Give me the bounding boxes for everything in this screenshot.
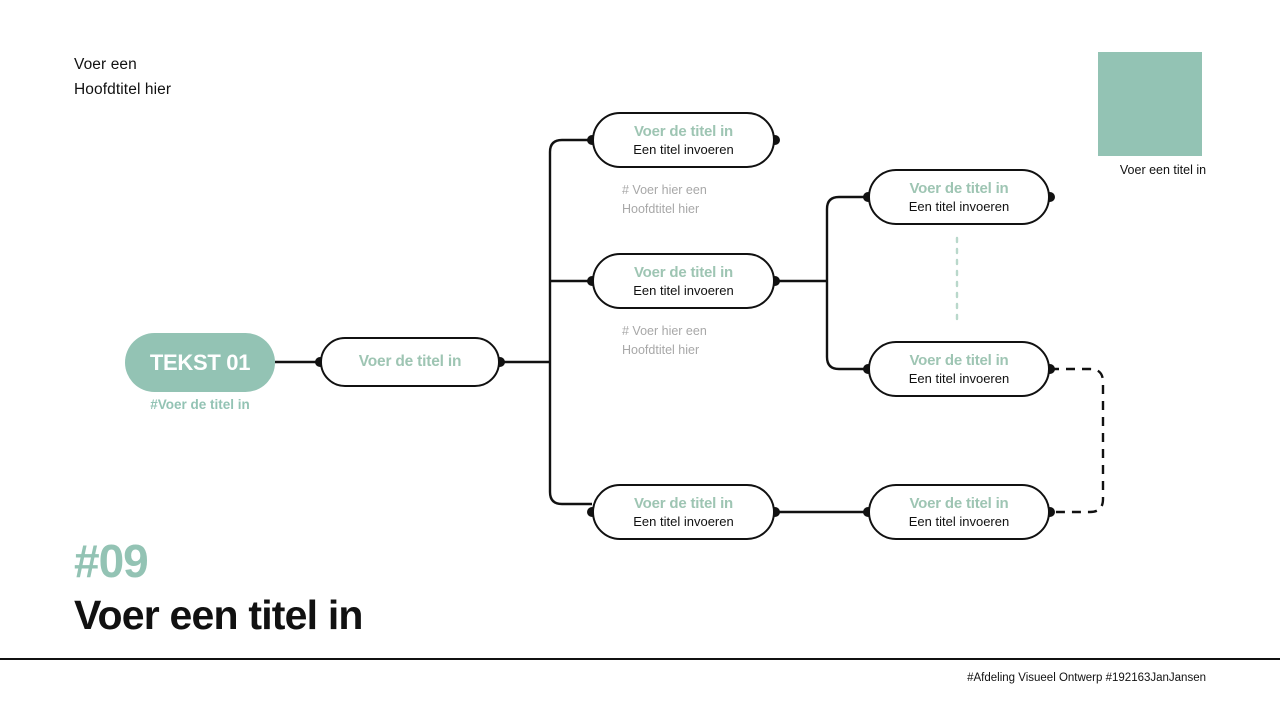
leaf-node-3-subtitle: Een titel invoeren [908, 513, 1010, 529]
color-swatch-caption: Voer een titel in [1119, 163, 1207, 177]
slide-number: #09 [74, 535, 149, 587]
leaf-node-1-title: Voer de titel in [909, 179, 1009, 197]
leaf-node-1[interactable]: Voer de titel in Een titel invoeren [868, 169, 1050, 225]
page-header-title: Voer een Hoofdtitel hier [74, 56, 172, 98]
footer-credit: #Afdeling Visueel Ontwerp #192163JanJans… [967, 672, 1206, 684]
branch-node-1-subtitle: Een titel invoeren [633, 141, 734, 157]
root-node-title: Voer de titel in [358, 353, 462, 370]
leaf-node-3-title: Voer de titel in [909, 494, 1009, 512]
slide-title: Voer een titel in [74, 592, 363, 638]
start-node-tekst-01[interactable]: TEKST 01 [125, 333, 275, 392]
leaf-node-2-subtitle: Een titel invoeren [908, 370, 1010, 386]
branch-node-1[interactable]: Voer de titel in Een titel invoeren [592, 112, 775, 168]
leaf-node-2[interactable]: Voer de titel in Een titel invoeren [868, 341, 1050, 397]
branch-node-2-title: Voer de titel in [633, 263, 734, 281]
branch-node-3[interactable]: Voer de titel in Een titel invoeren [592, 484, 775, 540]
leaf-node-3[interactable]: Voer de titel in Een titel invoeren [868, 484, 1050, 540]
start-node-caption: #Voer de titel in [150, 397, 250, 412]
root-node[interactable]: Voer de titel in [320, 337, 500, 387]
branch-node-1-title: Voer de titel in [633, 122, 734, 140]
leaf-node-2-title: Voer de titel in [909, 351, 1009, 369]
color-swatch [1098, 52, 1202, 156]
branch-node-2-caption: # Voer hier een Hoofdtitel hier [622, 324, 707, 357]
branch-node-2[interactable]: Voer de titel in Een titel invoeren [592, 253, 775, 309]
start-node-label: TEKST 01 [149, 349, 251, 375]
footer-divider [0, 658, 1280, 660]
branch-node-3-title: Voer de titel in [633, 494, 734, 512]
leaf-node-1-subtitle: Een titel invoeren [908, 198, 1010, 214]
branch-node-3-subtitle: Een titel invoeren [633, 513, 734, 529]
branch-node-2-subtitle: Een titel invoeren [633, 282, 734, 298]
branch-node-1-caption: # Voer hier een Hoofdtitel hier [622, 183, 707, 216]
